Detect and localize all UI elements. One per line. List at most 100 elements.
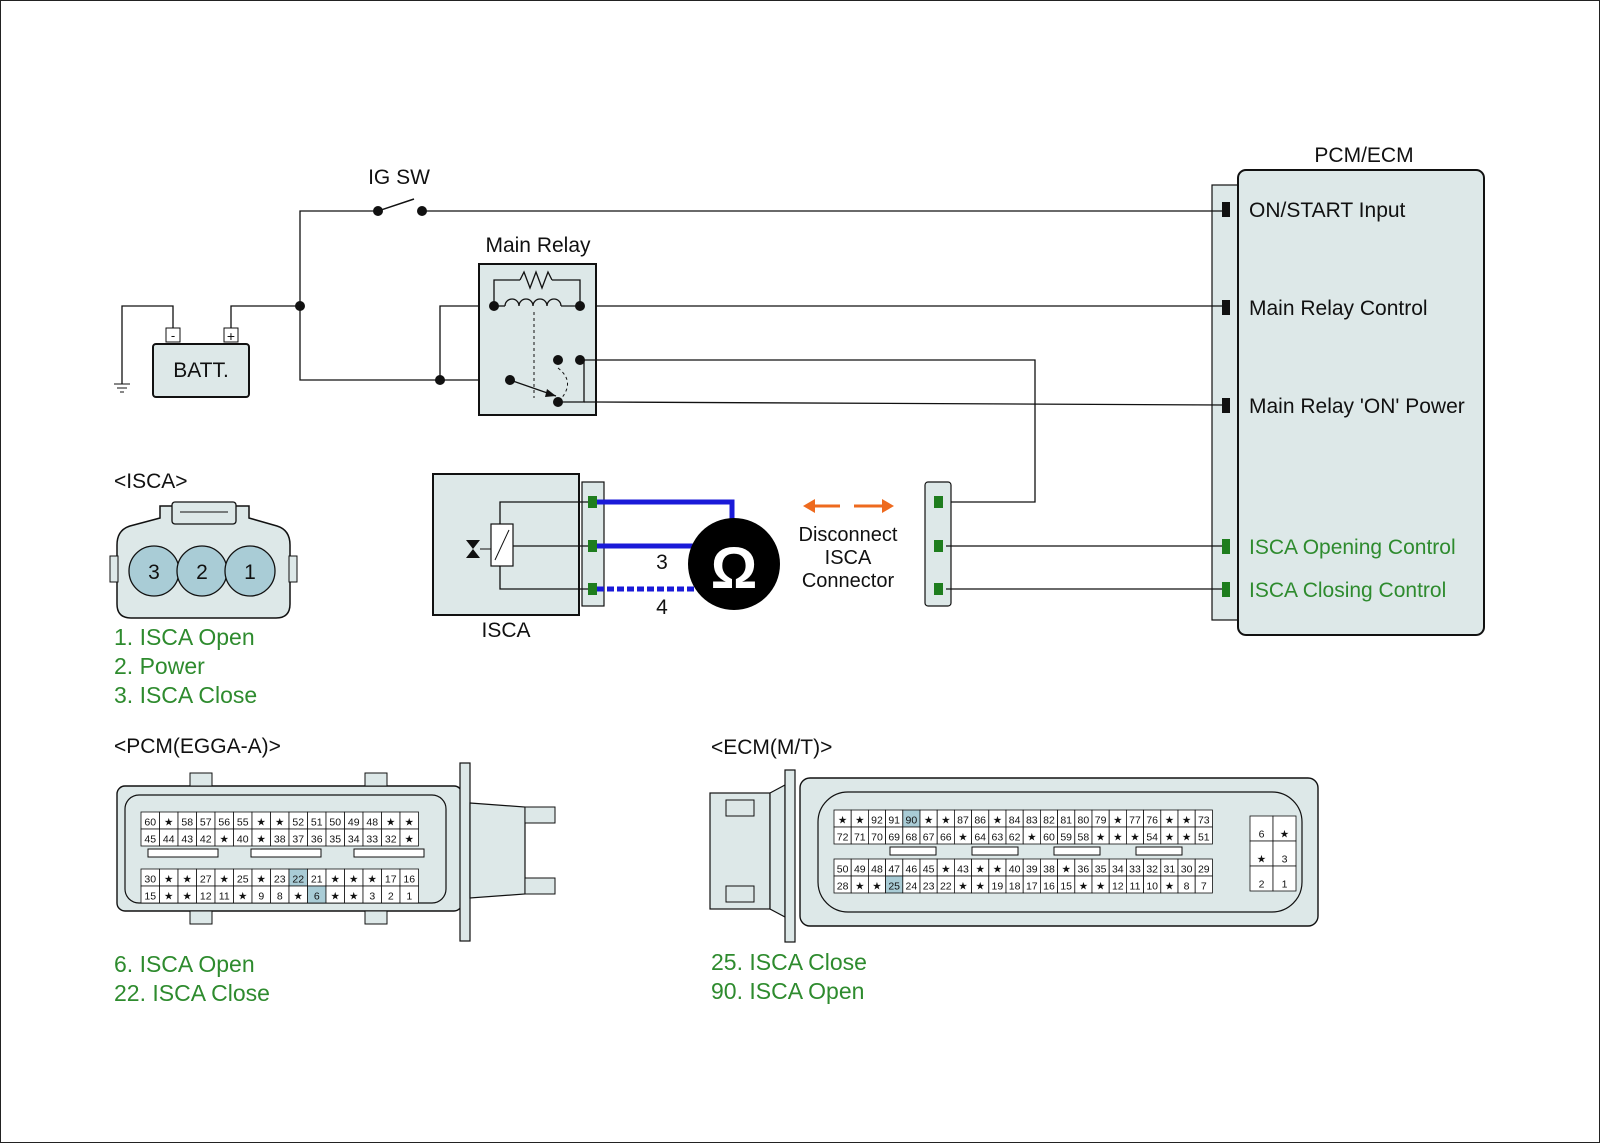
ecm-pin-label: 11 [1130, 881, 1141, 893]
ecm-pin-label: 16 [1043, 881, 1055, 893]
pcm-pin-label: ★ [405, 834, 415, 846]
pcm-pin-label: 48 [366, 817, 378, 829]
pcm-pin-label: ★ [220, 874, 230, 886]
pcm-pin-label: 32 [385, 834, 397, 846]
arrow-left-icon [803, 499, 815, 513]
pcm-pin-label: ★ [164, 891, 174, 903]
ecm-pin-label: ★ [975, 881, 985, 893]
ecm-pin-label: 70 [871, 832, 883, 844]
battery-neg: - [171, 328, 175, 343]
ecm-pin-label: 86 [974, 815, 986, 827]
pcm-pin-label: 9 [258, 891, 264, 903]
ecm-pin-label: 90 [906, 815, 918, 827]
ecm-pin-label: 33 [1129, 864, 1141, 876]
pcm-pin-label: 50 [329, 817, 341, 829]
ecm-pin-label: 62 [1009, 832, 1021, 844]
pcm-pin-cell [399, 828, 419, 847]
harness-connector [924, 481, 1222, 607]
ecm-pin-label: ★ [1165, 815, 1175, 827]
ecm-pin-label: 50 [837, 864, 849, 876]
ecm-pin-label: 22 [940, 881, 952, 893]
ecm-pin-label: ★ [993, 864, 1003, 876]
ecm-pin-label: 46 [906, 864, 918, 876]
ecm-pin-label: 82 [1043, 815, 1055, 827]
multimeter: Ω 3 4 [597, 499, 780, 619]
ecm-pin-label: 64 [974, 832, 986, 844]
ecm-pin-label: ★ [975, 864, 985, 876]
pcm-pin-label: 15 [144, 891, 156, 903]
pcm-pin-label: 49 [348, 817, 360, 829]
pcm-pin-label: 11 [219, 891, 230, 903]
disconnect-line-2: ISCA [825, 547, 872, 569]
ecm-pin-label: ★ [872, 881, 882, 893]
ecm-pin-label: 83 [1026, 815, 1038, 827]
isca-legend-1: 1. ISCA Open [114, 624, 255, 650]
isca-connector-face: <ISCA> 3 2 1 1. ISCA Open 2. Power 3. IS… [109, 470, 298, 708]
ecm-pin-label: ★ [1182, 832, 1192, 844]
pcm-pin-label: ★ [294, 891, 304, 903]
ecm-side-pin-label: ★ [1280, 829, 1290, 841]
ecm-pin-label: ★ [1096, 832, 1106, 844]
pcm-pin-label: ★ [331, 874, 341, 886]
isca-pin-3: 3 [148, 561, 160, 584]
ecm-pin-label: ★ [924, 815, 934, 827]
ecm-pin-label: ★ [1061, 864, 1071, 876]
ecm-pin-label: ★ [941, 815, 951, 827]
ecm-pin-label: ★ [958, 832, 968, 844]
disconnect-line-3: Connector [802, 570, 895, 592]
pcm-pin-label: ★ [220, 834, 230, 846]
pcm-pin-label: 6 [314, 891, 320, 903]
battery-label: BATT. [173, 359, 229, 382]
ecm-pin-label: 92 [871, 815, 883, 827]
pcm-pin-label: 40 [237, 834, 249, 846]
ignition-switch: IG SW [299, 166, 1222, 306]
ecm-pin-label: 48 [871, 864, 883, 876]
ecm-input-main-relay-on-power: Main Relay 'ON' Power [1249, 395, 1465, 418]
isca-component-label: ISCA [481, 619, 530, 642]
ecm-pin-label: 34 [1112, 864, 1124, 876]
main-relay-label: Main Relay [485, 234, 591, 257]
ecm-pin-label: ★ [1027, 832, 1037, 844]
ecm-pin-label: 29 [1198, 864, 1210, 876]
pcm-pin-label: 3 [369, 891, 375, 903]
ecm-pin-label: ★ [855, 815, 865, 827]
ecm-pin-label: 40 [1009, 864, 1021, 876]
pcm-pin-label: 35 [329, 834, 341, 846]
ecm-pin-label: 54 [1146, 832, 1158, 844]
ecm-side-pin-label: 3 [1282, 854, 1288, 866]
ecm-pin-label: 49 [854, 864, 866, 876]
ecm-input-main-relay-control: Main Relay Control [1249, 297, 1428, 320]
pcm-pin-label: 45 [144, 834, 156, 846]
ecm-side-pin-cell [1272, 865, 1297, 892]
pcm-legend-1: 6. ISCA Open [114, 951, 255, 977]
ecm-legend-2: 90. ISCA Open [711, 978, 864, 1004]
ecm-pin-cell [1194, 875, 1213, 894]
pcm-ecm-module: PCM/ECM ON/START Input Main Relay Contro… [1211, 144, 1485, 636]
ecm-pin-label: 60 [1043, 832, 1055, 844]
pcm-pin-label: 25 [237, 874, 249, 886]
pcm-pin-label: ★ [183, 874, 193, 886]
pcm-pin-label: ★ [164, 874, 174, 886]
ecm-pin-label: 17 [1026, 881, 1038, 893]
pcm-pin-label: 42 [200, 834, 212, 846]
pcm-pin-label: 33 [366, 834, 378, 846]
ecm-pin-label: 8 [1184, 881, 1190, 893]
ohm-meter-icon: Ω [711, 536, 758, 601]
pcm-pin-label: 16 [403, 874, 415, 886]
pcm-pin-label: ★ [349, 874, 359, 886]
pcm-pin-label: 23 [274, 874, 286, 886]
pcm-pin-label: 12 [200, 891, 212, 903]
pcm-pin-cell [399, 885, 419, 904]
pcm-pin-label: ★ [183, 891, 193, 903]
isca-pin-1: 1 [244, 561, 256, 584]
ecm-side-pin-label: ★ [1257, 854, 1267, 866]
pcm-pin-label: ★ [275, 817, 285, 829]
ecm-pin-label: 71 [854, 832, 866, 844]
pcm-pin-label: ★ [257, 834, 267, 846]
ecm-pin-label: 47 [888, 864, 900, 876]
ecm-pin-label: 67 [923, 832, 935, 844]
ecm-side-pin-label: 1 [1282, 879, 1288, 891]
